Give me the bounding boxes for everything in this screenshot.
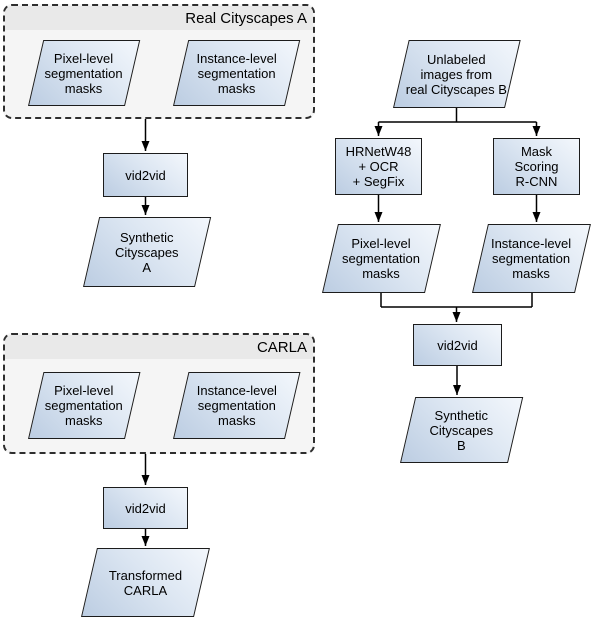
carla-instance-masks-label: Instance-level segmentation masks [196,383,277,428]
hrnet-ocr-segfix-label: HRNetW48 + OCR + SegFix [345,144,412,189]
synthetic-cityscapes-b-node: Synthetic Cityscapes B [400,397,524,463]
b-pixel-masks-label: Pixel-level segmentation masks [342,236,421,281]
real-cityscapes-a-group-label: Real Cityscapes A [5,6,313,30]
real-a-pixel-masks-node: Pixel-level segmentation masks [28,40,141,106]
real-a-instance-masks-node: Instance-level segmentation masks [173,40,301,106]
carla-group-label: CARLA [5,335,313,359]
mask-scoring-rcnn-node: Mask Scoring R-CNN [493,138,580,195]
carla-instance-masks-node: Instance-level segmentation masks [173,372,301,439]
carla-vid2vid-node: vid2vid [103,487,188,529]
real-a-pixel-masks-label: Pixel-level segmentation masks [45,50,124,96]
transformed-carla-node: Transformed CARLA [81,548,210,617]
real-a-vid2vid-node: vid2vid [103,153,188,197]
carla-pixel-masks-label: Pixel-level segmentation masks [45,383,124,428]
synthetic-cityscapes-a-label: Synthetic Cityscapes A [115,229,179,275]
carla-pixel-masks-node: Pixel-level segmentation masks [28,372,141,439]
synthetic-cityscapes-b-label: Synthetic Cityscapes B [429,407,494,453]
unlabeled-images-b-label: Unlabeled images from real Cityscapes B [406,51,508,97]
mask-scoring-rcnn-label: Mask Scoring R-CNN [514,144,559,189]
hrnet-ocr-segfix-node: HRNetW48 + OCR + SegFix [335,138,422,195]
b-instance-masks-label: Instance-level segmentation masks [491,236,572,281]
real-a-vid2vid-label: vid2vid [125,167,166,183]
b-vid2vid-label: vid2vid [437,337,478,353]
b-instance-masks-node: Instance-level segmentation masks [472,224,591,293]
synthetic-cityscapes-a-node: Synthetic Cityscapes A [83,217,212,287]
carla-vid2vid-label: vid2vid [125,500,166,516]
transformed-carla-label: Transformed CARLA [108,567,183,598]
b-vid2vid-node: vid2vid [413,324,502,366]
real-a-instance-masks-label: Instance-level segmentation masks [196,50,277,96]
unlabeled-images-b-node: Unlabeled images from real Cityscapes B [393,40,521,108]
b-pixel-masks-node: Pixel-level segmentation masks [322,224,441,293]
